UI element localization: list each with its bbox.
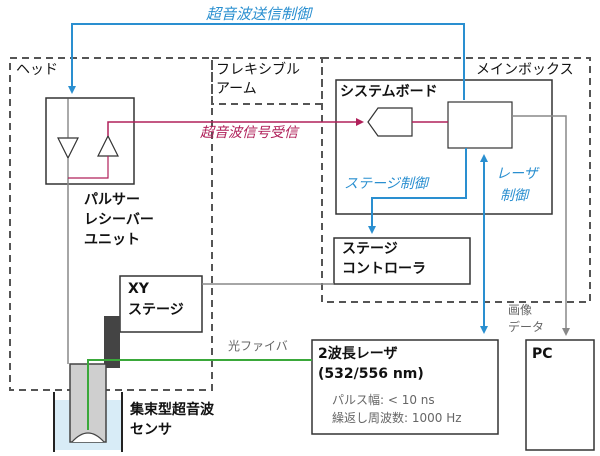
- main-box-region: [321, 57, 591, 303]
- ultrasound-transmit-control-line: [68, 23, 465, 100]
- label-image-data-2: データ: [508, 320, 545, 334]
- label-flex-arm-1: フレキシブル: [216, 62, 300, 78]
- xy-stage-box: [119, 275, 203, 333]
- label-sensor-1: 集束型超音波: [130, 402, 214, 418]
- controller-chip: [447, 101, 513, 149]
- label-stage-control: ステージ制御: [344, 176, 428, 192]
- ultrasound-receive-line: [107, 118, 364, 136]
- label-laser-wavelength: (532/556 nm): [318, 366, 424, 382]
- label-pulser-3: ユニット: [84, 232, 140, 248]
- label-ultrasound-receive: 超音波信号受信: [200, 125, 298, 141]
- system-board-box: [335, 79, 553, 215]
- label-xy-1: XY: [128, 281, 149, 297]
- stage-controller-box: [333, 237, 471, 285]
- sensor-lens: [71, 432, 105, 443]
- laser-box: [311, 339, 499, 435]
- label-pulser-2: レシーバー: [84, 212, 154, 228]
- label-stage-controller-2: コントローラ: [342, 261, 426, 277]
- label-pulse-width: パルス幅: < 10 ns: [332, 393, 435, 407]
- label-laser-title: 2波長レーザ: [318, 346, 398, 362]
- label-flex-arm-2: アーム: [216, 81, 257, 97]
- stage-bar: [104, 316, 120, 368]
- label-pc: PC: [532, 346, 553, 362]
- adc-shape: [367, 107, 413, 137]
- head-region: [9, 57, 213, 391]
- optical-fiber-line: [87, 359, 312, 430]
- label-repetition-rate: 繰返し周波数: 1000 Hz: [332, 411, 462, 425]
- pulser-pink-connect: [68, 156, 109, 179]
- label-stage-controller-1: ステージ: [342, 241, 398, 257]
- label-optical-fiber: 光ファイバ: [228, 339, 288, 353]
- label-head: ヘッド: [16, 62, 58, 78]
- label-laser-control-2: 制御: [500, 188, 528, 204]
- pc-box: [525, 339, 595, 451]
- label-pulser-1: パルサー: [84, 192, 140, 208]
- image-data-line: [512, 115, 570, 336]
- label-system-board: システムボード: [340, 84, 438, 100]
- label-xy-2: ステージ: [128, 302, 184, 318]
- stage-control-line: [368, 148, 467, 234]
- label-image-data-1: 画像: [508, 303, 533, 317]
- label-sensor-2: センサ: [130, 422, 172, 438]
- label-laser-control-1: レーザ: [496, 166, 538, 182]
- label-main-box: メインボックス: [476, 62, 574, 78]
- label-transmit-control: 超音波送信制御: [206, 5, 312, 23]
